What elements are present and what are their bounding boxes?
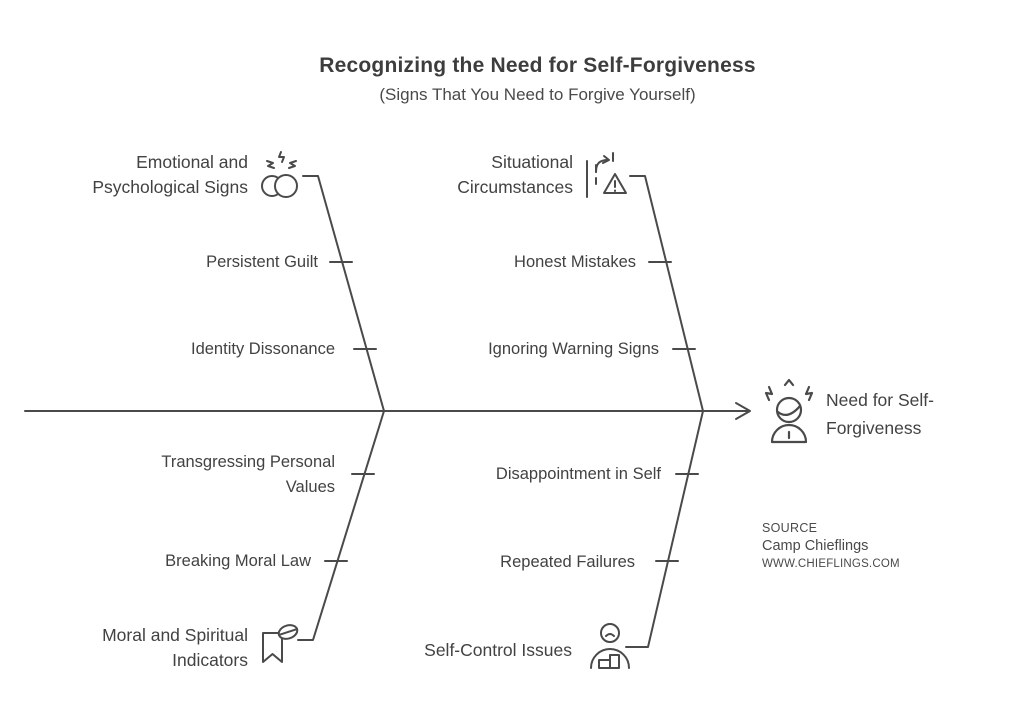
cause-label: Repeated Failures — [500, 553, 635, 571]
stressed-person-icon — [760, 376, 818, 444]
page-title: Recognizing the Need for Self-Forgivenes… — [319, 54, 756, 77]
source-name: Camp Chieflings — [762, 538, 869, 554]
category-label-self-control: Self-Control Issues — [372, 638, 572, 663]
bookmark-slash-icon — [256, 620, 302, 672]
page-subtitle: (Signs That You Need to Forgive Yourself… — [379, 85, 696, 104]
branch-bottom-left — [297, 410, 385, 641]
category-label-emotional-psychological: Emotional and Psychological Signs — [48, 150, 248, 200]
cause-label: Disappointment in Self — [495, 465, 661, 483]
source-block: SOURCE Camp Chieflings WWW.CHIEFLINGS.CO… — [762, 520, 900, 572]
stressed-heads-icon — [256, 149, 304, 203]
title-block: Recognizing the Need for Self-Forgivenes… — [50, 54, 1024, 105]
effect-label-line: Forgiveness — [826, 418, 922, 438]
category-label-situational: Situational Circumstances — [433, 150, 573, 200]
category-label-line: Emotional and — [136, 152, 248, 172]
category-label-line: Circumstances — [457, 177, 573, 197]
cause-label: Honest Mistakes — [514, 253, 636, 271]
person-barrier-icon — [587, 620, 631, 672]
cause-label: Persistent Guilt — [206, 253, 318, 271]
category-label-line: Situational — [491, 152, 573, 172]
category-label-line: Psychological Signs — [92, 177, 248, 197]
branch-bottom-right — [625, 410, 704, 648]
category-label-line: Self-Control Issues — [424, 640, 572, 660]
road-warning-icon — [583, 149, 629, 203]
branch-top-right — [629, 175, 704, 412]
cause-label: Ignoring Warning Signs — [488, 340, 659, 358]
source-heading: SOURCE — [762, 521, 818, 535]
cause-label: Identity Dissonance — [191, 340, 335, 358]
effect-label-line: Need for Self- — [826, 390, 934, 410]
cause-label: Transgressing Personal Values — [161, 453, 335, 496]
effect-label: Need for Self- Forgiveness — [826, 386, 934, 442]
category-label-moral-spiritual: Moral and Spiritual Indicators — [63, 623, 248, 673]
category-label-line: Moral and Spiritual — [102, 625, 248, 645]
branch-top-left — [302, 175, 385, 412]
cause-label: Breaking Moral Law — [165, 552, 311, 570]
category-label-line: Indicators — [172, 650, 248, 670]
spine-arrowhead-icon — [735, 402, 751, 420]
source-url: WWW.CHIEFLINGS.COM — [762, 558, 900, 570]
